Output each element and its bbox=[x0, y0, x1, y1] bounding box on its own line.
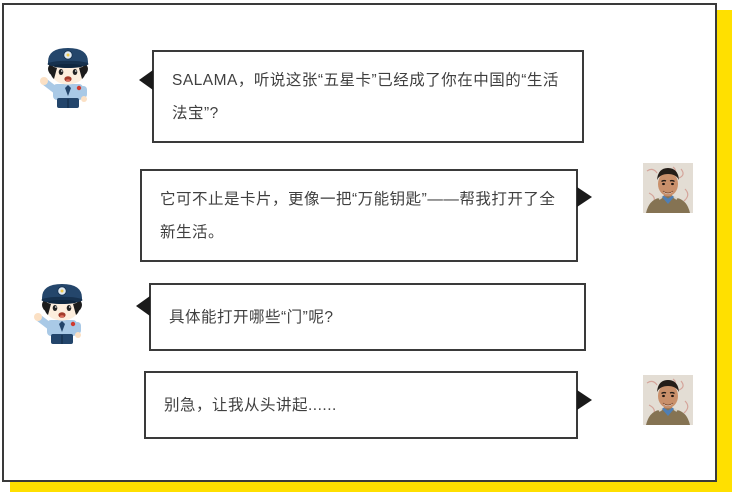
speech-bubble-foreigner-1: 它可不止是卡片，更像一把“万能钥匙”——帮我打开了全新生活。 bbox=[140, 169, 592, 262]
bubble-tail-right-icon bbox=[577, 187, 592, 207]
police-officer-avatar-icon bbox=[40, 48, 89, 108]
speech-bubble-police-2: 具体能打开哪些“门”呢? bbox=[136, 283, 586, 351]
message-text: SALAMA，听说这张“五星卡”已经成了你在中国的“生活法宝”? bbox=[172, 72, 559, 122]
bubble-tail-right-icon bbox=[577, 390, 592, 410]
message-text: 具体能打开哪些“门”呢? bbox=[169, 309, 334, 326]
message-text: 它可不止是卡片，更像一把“万能钥匙”——帮我打开了全新生活。 bbox=[160, 191, 556, 241]
message-text: 别急，让我从头讲起...... bbox=[164, 397, 337, 414]
police-officer-avatar-icon bbox=[34, 284, 83, 344]
speech-bubble-foreigner-2: 别急，让我从头讲起...... bbox=[144, 371, 592, 439]
speech-bubble-police-1: SALAMA，听说这张“五星卡”已经成了你在中国的“生活法宝”? bbox=[139, 50, 584, 143]
foreigner-photo-avatar bbox=[643, 375, 693, 425]
bubble-tail-left-icon bbox=[136, 296, 150, 316]
bubble-tail-left-icon bbox=[139, 70, 153, 90]
foreigner-photo-avatar bbox=[643, 163, 693, 213]
